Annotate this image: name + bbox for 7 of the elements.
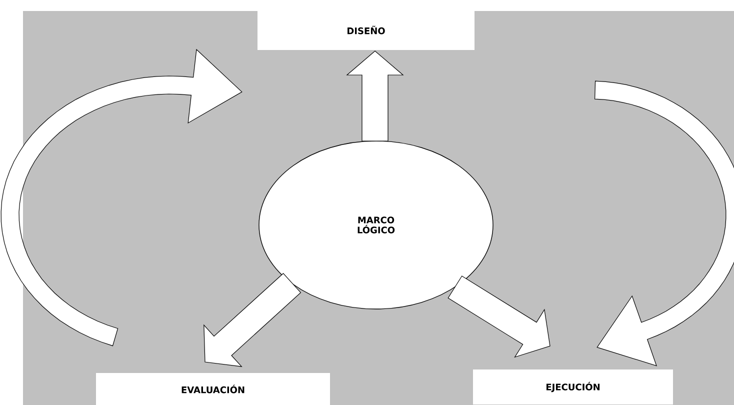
block-arrow bbox=[448, 276, 550, 358]
label-box: EVALUACIÓN bbox=[96, 373, 330, 405]
block-arrow bbox=[346, 50, 404, 142]
label-box: EJECUCIÓN bbox=[473, 370, 673, 404]
node-label: DISEÑO bbox=[348, 26, 385, 34]
circle-node: MARCO LÓGICO bbox=[258, 140, 494, 310]
label-box: DISEÑO bbox=[258, 10, 474, 50]
